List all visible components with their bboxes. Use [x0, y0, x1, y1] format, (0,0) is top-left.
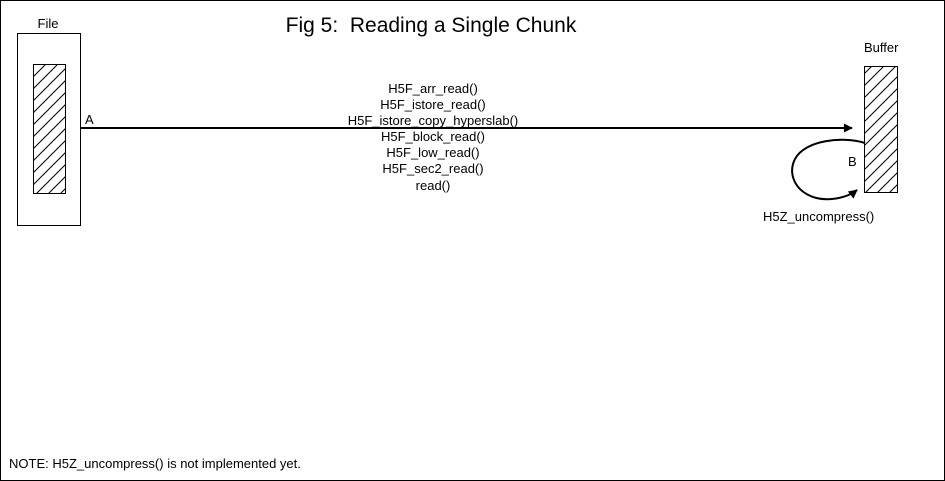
call-h5f-block-read: H5F_block_read() [381, 129, 485, 144]
call-stack-above: H5F_arr_read() H5F_istore_read() H5F_ist… [348, 81, 519, 128]
file-label: File [38, 16, 59, 31]
call-h5f-arr-read: H5F_arr_read() [388, 81, 478, 96]
call-h5f-low-read: H5F_low_read() [386, 145, 479, 160]
call-h5f-sec2-read: H5F_sec2_read() [382, 161, 483, 176]
buffer-label: Buffer [864, 40, 899, 55]
call-h5f-istore-copy-hyperslab: H5F_istore_copy_hyperslab() [348, 113, 519, 128]
file-chunk-hatched [33, 64, 66, 194]
footnote: NOTE: H5Z_uncompress() is not implemente… [9, 456, 301, 471]
call-stack-below: H5F_block_read() H5F_low_read() H5F_sec2… [381, 129, 485, 193]
arrow-b-label: B [848, 154, 857, 169]
call-read: read() [416, 178, 451, 193]
arrow-a-label: A [85, 112, 94, 127]
call-h5f-istore-read: H5F_istore_read() [380, 97, 486, 112]
buffer-box-hatched [864, 66, 898, 193]
uncompress-caption: H5Z_uncompress() [763, 209, 874, 224]
uncompress-loop-arrow [791, 138, 866, 201]
figure-title: Fig 5: Reading a Single Chunk [286, 14, 577, 37]
